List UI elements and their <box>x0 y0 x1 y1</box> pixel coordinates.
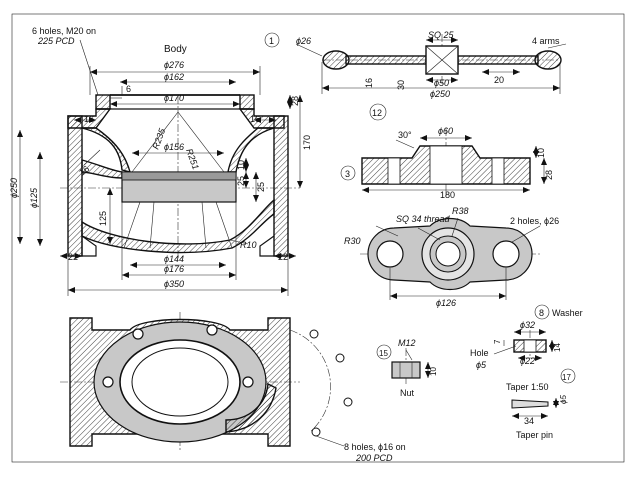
dim-d156: ϕ156 <box>164 142 184 152</box>
dim-six: 6 <box>126 84 131 94</box>
gland-d126: ϕ126 <box>436 298 456 308</box>
part1-d250: ϕ250 <box>430 89 450 99</box>
part3-oneeighty: 180 <box>440 190 455 200</box>
nut-part: 15 M12 10 Nut <box>376 338 438 398</box>
pin-label: Taper pin <box>516 430 553 440</box>
dim-d144: ϕ144 <box>164 254 184 264</box>
washer-fourteen: 14 <box>553 343 562 352</box>
part1-d26: ϕ26 <box>296 36 311 46</box>
part1-d50: ϕ50 <box>434 78 449 88</box>
part1-balloon <box>264 32 280 48</box>
part3-balloon <box>340 165 356 181</box>
part1-handwheel: 1 ϕ26 SQ 25 4 arms 16 30 ϕ50 20 ϕ250 <box>264 30 567 99</box>
dim-r10: R10 <box>240 240 257 250</box>
dim-r251: R251 <box>184 147 201 171</box>
part3-number: 3 <box>345 169 350 179</box>
dim-sixteen-right: 16 <box>250 114 260 124</box>
part1-number: 1 <box>269 36 274 46</box>
dim-twentytwo-right: 22 <box>278 252 288 262</box>
nut-m12: M12 <box>398 338 416 348</box>
washer-part: 8 Washer ϕ32 7 14 Hole ϕ5 ϕ22 <box>470 304 583 370</box>
part1-arms: 4 arms <box>532 36 560 46</box>
pin-d5: ϕ5 <box>559 395 568 404</box>
part1-sixteen: 16 <box>364 78 374 88</box>
dim-d250: ϕ250 <box>9 178 19 198</box>
dim-170: 170 <box>302 135 312 150</box>
dim-sixteen-diag: 16 <box>77 164 91 178</box>
pin-thirtyfour: 34 <box>524 416 534 426</box>
part3-ten: 10 <box>536 148 546 158</box>
dim-twentyfive-a: 25 <box>236 176 246 186</box>
holes-note-line1: 6 holes, M20 on <box>32 26 96 36</box>
dim-d276: ϕ276 <box>164 60 184 70</box>
gland-r38: R38 <box>452 206 469 216</box>
body-front-view: 6 holes, M20 on 225 PCD Body ϕ276 ϕ162 ϕ… <box>9 26 312 296</box>
washer-seven: 7 <box>493 339 502 344</box>
part12-number: 12 <box>372 108 382 118</box>
part12-balloon <box>369 103 387 121</box>
body-title: Body <box>164 44 187 55</box>
holes-note-line2: 225 PCD <box>37 36 75 46</box>
part1-twenty: 20 <box>494 75 504 85</box>
dim-125: 125 <box>98 211 108 226</box>
pin-number: 17 <box>562 373 571 382</box>
dim-twentyfive-b: 25 <box>256 182 266 192</box>
dim-d162: ϕ162 <box>164 72 184 82</box>
pin-balloon <box>560 368 576 384</box>
washer-number: 8 <box>539 308 544 318</box>
part1-thirty: 30 <box>396 80 406 90</box>
body-bottom-view: 8 holes, ϕ16 on 200 PCD <box>60 312 406 463</box>
nut-ten: 10 <box>429 367 438 376</box>
part3-d60: ϕ60 <box>438 126 453 136</box>
nut-label: Nut <box>400 388 415 398</box>
washer-d22: ϕ22 <box>520 356 535 366</box>
part1-sq25: SQ 25 <box>428 30 455 40</box>
nut-number: 15 <box>379 349 388 358</box>
dim-d176: ϕ176 <box>164 264 184 274</box>
pin-taper: Taper 1:50 <box>506 382 549 392</box>
dim-d350: ϕ350 <box>164 279 184 289</box>
dim-twentyeight: 28 <box>290 96 300 106</box>
dim-sixteen-left: 16 <box>84 114 94 124</box>
washer-d5: ϕ5 <box>476 360 487 370</box>
gland-plan-view: SQ 34 thread R38 2 holes, ϕ26 R30 ϕ126 <box>344 206 559 308</box>
drawing-frame <box>11 13 625 463</box>
part3-flange: 3 30° ϕ60 10 28 180 <box>340 126 554 200</box>
nut-balloon <box>376 344 392 360</box>
part12-label: 12 <box>369 103 387 121</box>
washer-hole: Hole <box>470 348 489 358</box>
gland-holes: 2 holes, ϕ26 <box>510 216 559 226</box>
dim-d125: ϕ125 <box>29 187 39 208</box>
taper-pin-part: 17 Taper 1:50 ϕ5 34 Taper pin <box>506 368 576 440</box>
washer-balloon <box>534 304 550 320</box>
part3-twentyeight: 28 <box>544 170 554 180</box>
gland-r30: R30 <box>344 236 361 246</box>
part3-thirty-deg: 30° <box>398 130 412 140</box>
bottom-holes-note-line2: 200 PCD <box>355 453 393 463</box>
dim-d170: ϕ170 <box>164 93 184 103</box>
dim-ten: 10 <box>236 160 246 170</box>
washer-d32: ϕ32 <box>520 320 535 330</box>
washer-label: Washer <box>552 308 583 318</box>
gland-sq34: SQ 34 thread <box>396 214 451 224</box>
dim-twentytwo-left: 22 <box>68 252 78 262</box>
bottom-holes-note-line1: 8 holes, ϕ16 on <box>344 442 406 452</box>
